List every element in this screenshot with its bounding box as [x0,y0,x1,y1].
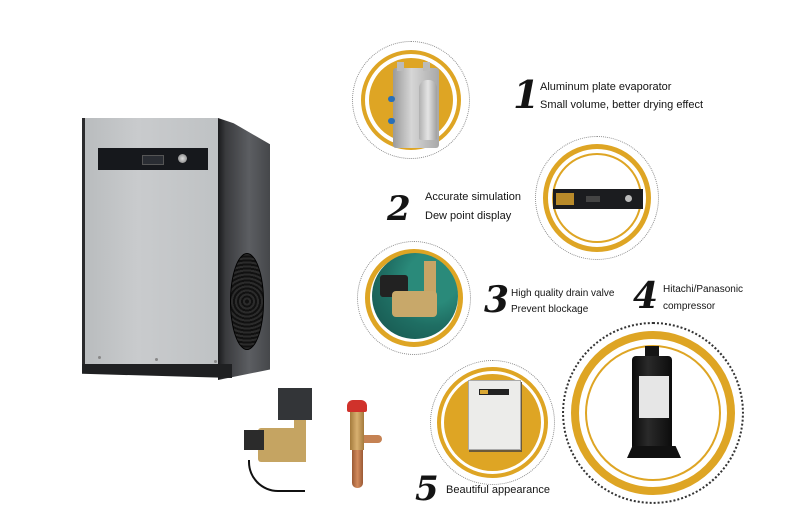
evaporator-cylinder [419,80,437,140]
valve-body [392,291,437,317]
cabinet-control-bar [479,389,509,395]
compressor-image [627,346,681,461]
dryer-control-panel [98,148,208,170]
copper-side-port [364,435,382,443]
feature-1-subtitle: Small volume, better drying effect [540,99,704,111]
feature-1-title: Aluminum plate evaporator [540,81,672,93]
feature-2-subtitle: Dew point display [425,210,512,222]
feature-1-number: 1 [513,72,540,117]
feature-4-subtitle: compressor [663,301,716,312]
dotted-ring [352,41,470,159]
dotted-ring [535,136,659,260]
dew-point-display-image [553,189,643,209]
red-valve-cap [347,400,367,412]
compressor-foot [627,446,681,458]
screw-icon [98,356,101,359]
feature-5-number: 5 [415,469,439,509]
feature-3-number: 3 [484,279,510,321]
drain-valve-image [372,253,458,339]
dotted-ring [562,322,744,504]
feature-2-title: Accurate simulation [425,191,521,203]
power-knob [625,195,632,202]
drain-timer-coil [244,430,264,450]
valve-body [350,412,364,450]
screw-icon [155,358,158,361]
evaporator-image [388,62,439,148]
feature-5-title: Beautiful appearance [446,484,550,496]
solenoid-coil [278,388,312,420]
feature-4-number: 4 [633,275,659,317]
dryer-power-knob [178,154,187,163]
feature-2-number: 2 [387,189,411,229]
brass-valve-body [258,428,298,462]
condenser-fan-icon [230,253,264,350]
dryer-cabinet-image [468,380,521,450]
dotted-ring [430,360,555,485]
dryer-base [82,364,232,378]
air-dryer-unit-image [70,118,285,393]
feature-3-subtitle: Prevent blockage [511,304,589,315]
brand-tag [556,193,574,205]
fitting [423,62,430,71]
blue-cap [388,118,395,124]
dryer-lcd-display [142,155,164,165]
fitting [397,62,404,71]
screw-icon [214,360,217,363]
lcd-display [586,196,600,202]
power-cable [248,460,305,492]
feature-4-title: Hitachi/Panasonic [663,284,744,295]
blue-cap [388,96,395,102]
compressor-label [639,376,669,418]
dotted-ring [357,241,471,355]
brass-pipe [424,261,436,297]
brand-tag [480,390,488,394]
copper-pipe [352,450,363,488]
feature-3-title: High quality drain valve [511,288,615,299]
